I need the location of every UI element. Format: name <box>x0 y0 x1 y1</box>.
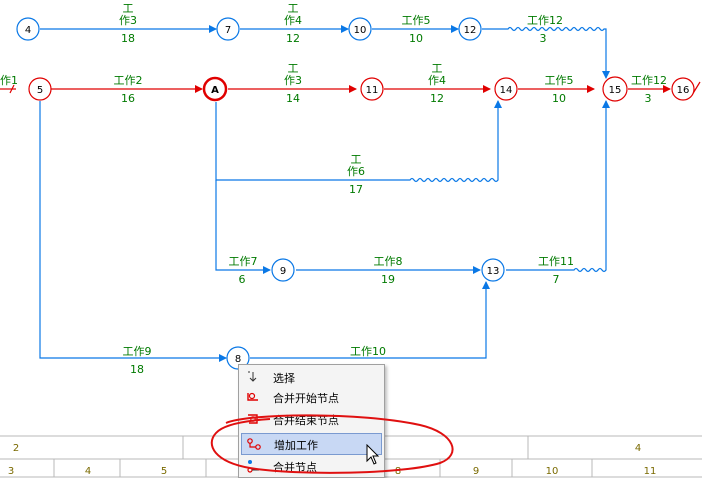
edge-label-10-12-name: 工作5 <box>402 14 431 27</box>
edge-label-A-11-name-top: 工 <box>288 62 299 75</box>
edge-label-in-5-name: 作1 <box>0 74 18 87</box>
node-12-label: 12 <box>464 25 477 36</box>
node-8-label: 8 <box>235 354 241 365</box>
menu-item-select-label: 选择 <box>273 372 295 385</box>
node-14-label: 14 <box>500 85 513 96</box>
node-16[interactable]: 16 <box>671 77 695 101</box>
edge-in-5-tick <box>9 84 15 94</box>
node-A[interactable]: A <box>202 76 228 102</box>
timeline-row2-cell-4: 8 <box>395 466 401 477</box>
menu-item-select[interactable]: 选择 <box>241 367 380 387</box>
node-11-label: 11 <box>366 85 379 96</box>
node-14[interactable]: 14 <box>494 77 518 101</box>
merge-node-icon <box>247 460 259 473</box>
node-A-label: A <box>211 85 219 96</box>
node-9[interactable]: 9 <box>271 258 295 282</box>
timeline-row2-cell-2: 4 <box>85 466 91 477</box>
timeline-row2-cell-1: 3 <box>8 466 14 477</box>
edge-label-8-13-name: 工作10 <box>350 345 386 358</box>
mouse-cursor-icon <box>366 444 380 465</box>
node-11[interactable]: 11 <box>360 77 384 101</box>
edge-label-A-9-name: 工作7 <box>229 255 258 268</box>
edge-label-5-A-name: 工作2 <box>114 74 143 87</box>
timeline-row2-cell-3: 5 <box>161 466 167 477</box>
menu-item-merge-start-node[interactable]: 合并开始节点 <box>241 387 380 407</box>
edge-label-4-7-name-bottom: 作3 <box>119 14 137 27</box>
merge-start-node-icon <box>247 392 258 401</box>
edge-5-8[interactable] <box>39 101 227 362</box>
edge-label-7-10-name-top: 工 <box>288 2 299 15</box>
menu-item-merge-node[interactable]: 合并节点 <box>241 456 380 476</box>
node-10-label: 10 <box>354 25 367 36</box>
node-5-label: 5 <box>37 85 43 96</box>
edge-label-A-9-duration: 6 <box>239 273 246 286</box>
node-4[interactable]: 4 <box>16 17 40 41</box>
edge-label-5-8-name: 工作9 <box>123 345 152 358</box>
node-5[interactable]: 5 <box>28 77 52 101</box>
edge-label-A-11-duration: 14 <box>286 92 300 105</box>
node-15-label: 15 <box>609 85 622 96</box>
edge-label-13-15-duration: 7 <box>553 273 560 286</box>
node-10[interactable]: 10 <box>348 17 372 41</box>
edge-8-13[interactable] <box>250 281 490 359</box>
edge-label-A-14-name-bottom: 作6 <box>347 165 365 178</box>
context-menu: 选择 合并开始节点 合并结束节点 增加工作 合并节点 <box>238 364 385 478</box>
edge-A-9[interactable] <box>215 180 271 274</box>
edge-label-11-14-name-bottom: 作4 <box>428 74 446 87</box>
edge-label-5-8-duration: 18 <box>130 363 144 376</box>
node-4-label: 4 <box>25 25 31 36</box>
edge-label-14-15-duration: 10 <box>552 92 566 105</box>
node-7-label: 7 <box>225 25 231 36</box>
edge-label-13-15-name: 工作11 <box>538 255 574 268</box>
menu-item-merge-start-node-label: 合并开始节点 <box>273 392 339 405</box>
menu-item-merge-node-label: 合并节点 <box>273 461 317 474</box>
merge-end-node-icon <box>248 414 258 424</box>
edge-label-7-10-name-bottom: 作4 <box>284 14 302 27</box>
node-7[interactable]: 7 <box>216 17 240 41</box>
edge-label-5-A-duration: 16 <box>121 92 135 105</box>
menu-item-add-work-label: 增加工作 <box>274 439 318 452</box>
add-work-icon <box>247 438 261 450</box>
node-13[interactable]: 13 <box>481 258 505 282</box>
node-9-label: 9 <box>280 266 286 277</box>
select-icon <box>248 371 257 382</box>
timeline-row1-cell-4: 4 <box>635 443 641 454</box>
timeline-row2-cell-6: 10 <box>546 466 559 477</box>
edge-label-A-14-duration: 17 <box>349 183 363 196</box>
node-16-label: 16 <box>677 85 690 96</box>
edge-label-9-13-name: 工作8 <box>374 255 403 268</box>
edge-label-11-14-name-top: 工 <box>432 62 443 75</box>
edge-label-9-13-duration: 19 <box>381 273 395 286</box>
edge-label-4-7-name-top: 工 <box>123 2 134 15</box>
edge-label-11-14-duration: 12 <box>430 92 444 105</box>
node-13-label: 13 <box>487 266 500 277</box>
edge-label-7-10-duration: 12 <box>286 32 300 45</box>
node-15[interactable]: 15 <box>602 76 628 102</box>
edge-A-14[interactable] <box>215 100 502 183</box>
menu-item-add-work[interactable]: 增加工作 <box>241 433 382 455</box>
edge-12-15[interactable] <box>482 26 610 79</box>
edge-label-4-7-duration: 18 <box>121 32 135 45</box>
timeline-row2-cell-7: 11 <box>644 466 657 477</box>
timeline-row1-cell-1: 2 <box>13 443 19 454</box>
node-12[interactable]: 12 <box>458 17 482 41</box>
edge-label-15-16-duration: 3 <box>645 92 652 105</box>
menu-item-merge-end-node-label: 合并结束节点 <box>273 414 339 427</box>
edge-label-15-16-name: 工作12 <box>631 74 667 87</box>
edge-label-A-11-name-bottom: 作3 <box>284 74 302 87</box>
edge-label-14-15-name: 工作5 <box>545 74 574 87</box>
edge-label-12-15-duration: 3 <box>540 32 547 45</box>
edge-13-15[interactable] <box>506 100 610 273</box>
timeline-row2-cell-5: 9 <box>473 466 479 477</box>
edge-label-12-15-name: 工作12 <box>527 14 563 27</box>
menu-item-merge-end-node[interactable]: 合并结束节点 <box>241 409 380 429</box>
edge-label-10-12-duration: 10 <box>409 32 423 45</box>
edge-label-A-14-name-top: 工 <box>351 153 362 166</box>
